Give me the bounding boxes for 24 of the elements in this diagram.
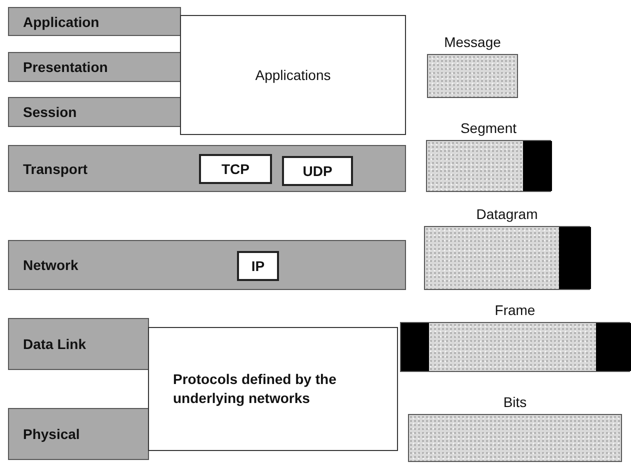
unit-name: Frame (494, 302, 536, 318)
unit-name: Datagram (475, 206, 539, 222)
layer-name: Presentation (23, 59, 108, 75)
protocol-box: IP (237, 251, 279, 281)
layer-name: Physical (23, 426, 80, 442)
layer-name: Data Link (23, 336, 86, 352)
protocol-box: TCP (199, 154, 272, 184)
layer-bar (8, 52, 181, 82)
layer-bar (8, 97, 181, 127)
layer-bar (8, 240, 406, 290)
layer-name: Transport (23, 160, 88, 176)
layer-name: Session (23, 104, 77, 120)
unit-name: Bits (502, 394, 528, 410)
grouping-box: Applications (180, 15, 406, 135)
layer-bar (8, 318, 149, 370)
layer-bar (8, 408, 149, 460)
layer-bar (8, 7, 181, 36)
layer-bar (8, 145, 406, 192)
protocol-box: UDP (282, 156, 353, 186)
grouping-box: Protocols defined by the underlying networks (148, 327, 398, 451)
unit-name: Message (443, 34, 502, 50)
unit-name: Segment (459, 120, 518, 136)
layer-name: Network (23, 257, 78, 273)
layer-name: Application (23, 14, 100, 30)
